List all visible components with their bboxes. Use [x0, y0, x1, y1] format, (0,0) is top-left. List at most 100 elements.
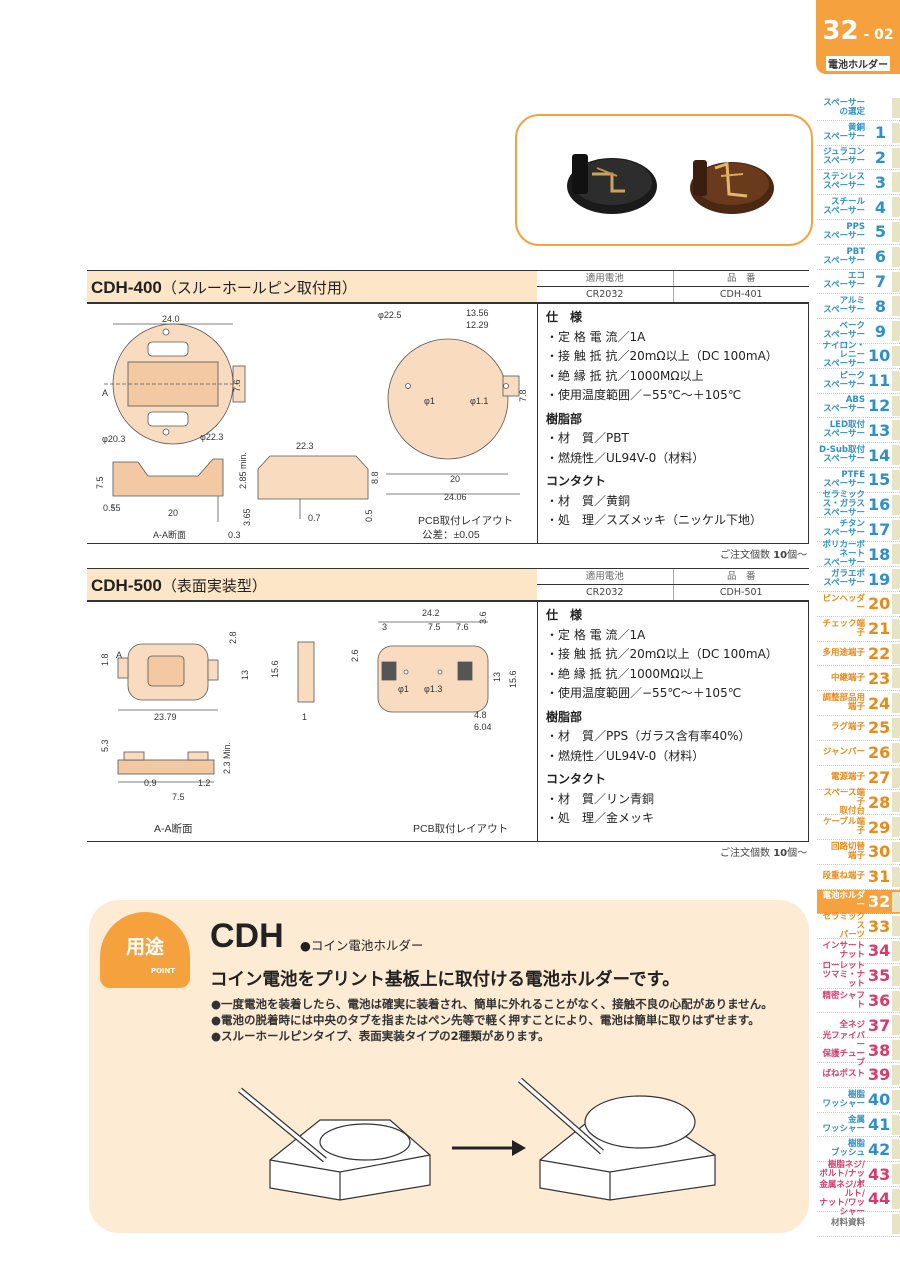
sidebar-item-number: 36	[868, 991, 891, 1011]
product-photo-frame	[515, 114, 813, 246]
sidebar-tab-marker	[892, 866, 900, 887]
sidebar-item-number: 28	[868, 792, 891, 812]
sidebar-item-number: 38	[868, 1040, 891, 1060]
sidebar-item-label: ラグ端子	[830, 722, 865, 733]
cdh500-drawing-box	[87, 601, 809, 842]
dimension-label: 3	[382, 622, 387, 632]
sidebar-item-number: 7	[874, 271, 886, 291]
sidebar-tab-marker	[892, 1114, 900, 1135]
sidebar-item-label: ベークスペーサー	[823, 321, 865, 341]
dimension-label: 1.8	[100, 653, 110, 666]
dimension-label: 2.85 min.	[238, 452, 248, 489]
dimension-label: 1.2	[198, 778, 211, 788]
dimension-label: 7.6	[232, 379, 242, 392]
dimension-label: 2.8	[228, 631, 238, 644]
sidebar-item-misc[interactable]: スペーサーの選定	[817, 96, 900, 121]
dimension-label: 1	[302, 712, 307, 722]
sidebar-item-label: ばねポスト	[822, 1069, 865, 1080]
sidebar-item-label: 精密シャフト	[822, 990, 865, 1010]
sidebar-tab-marker	[892, 469, 900, 490]
sidebar-tab-marker	[892, 941, 900, 962]
sidebar-item-number: 22	[868, 643, 891, 663]
sidebar-tab-marker	[892, 122, 900, 143]
resin-heading: 樹脂部	[546, 709, 583, 724]
sidebar-item-misc[interactable]: 材料資料	[817, 1212, 900, 1237]
usage-illustration	[238, 1077, 716, 1201]
sidebar-tab-marker	[892, 990, 900, 1011]
sidebar-item-number: 33	[868, 916, 891, 936]
sidebar-item-label: ピンヘッダー	[822, 593, 865, 613]
sidebar-tab-marker	[892, 916, 900, 937]
battery-value: CR2032	[537, 287, 674, 302]
holder-brown-image	[690, 160, 774, 214]
sidebar-item-number: 30	[868, 842, 891, 862]
sidebar-item-number: 17	[868, 519, 891, 539]
sidebar-item-number: 15	[868, 470, 891, 490]
cdh500-top-view	[117, 643, 219, 711]
usage-headline: コイン電池をプリント基板上に取付ける電池ホルダーです。	[210, 970, 680, 990]
page-sub-number: 02	[874, 27, 894, 43]
sidebar-item-label: ガラエポスペーサー	[823, 569, 865, 589]
sidebar-tab-marker	[892, 643, 900, 664]
sidebar-item-label: LED取付スペーサー	[823, 420, 865, 440]
cdh400-pcb-layout	[386, 338, 520, 495]
sidebar-tab-marker	[892, 569, 900, 590]
sidebar-tab-marker	[892, 271, 900, 292]
contact-heading: コンタクト	[546, 772, 607, 786]
dimension-label: 22.3	[296, 441, 314, 451]
sidebar-item-number: 25	[868, 718, 891, 738]
sidebar-tab-marker	[892, 246, 900, 267]
sidebar-item-number: 32	[868, 891, 891, 911]
cdh400-drawing: 24.0 7.6 A φ20.3 φ22.3 7.5 0.55 20 2.85 …	[95, 308, 528, 541]
sidebar-tab-marker	[892, 494, 900, 515]
dimension-label: 2.6	[350, 649, 360, 662]
sidebar-tab-marker	[892, 395, 900, 416]
sidebar-item-label: 樹脂ネジ/ボルト/ナット	[819, 1159, 865, 1188]
sidebar-item-number: 18	[868, 544, 891, 564]
